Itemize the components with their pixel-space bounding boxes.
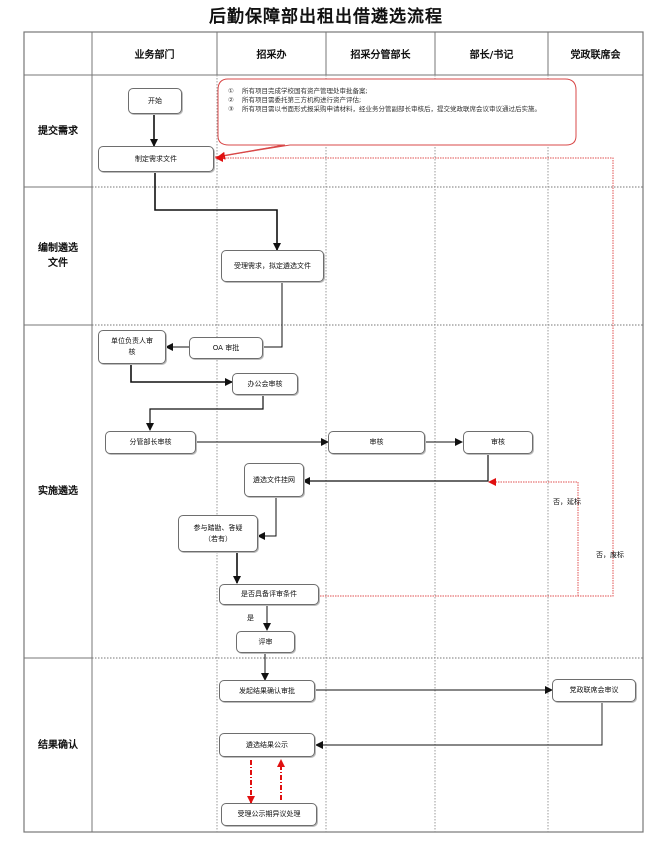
edge-draft-to-accept	[154, 172, 281, 251]
node-participate-qa[interactable]: 参与踏勘、答疑（若有）	[178, 515, 258, 552]
node-accept-request[interactable]: 受理需求，拟定遴选文件	[221, 250, 324, 282]
node-oa-submit[interactable]: OA 审批	[189, 337, 263, 359]
edge-office-to-division	[146, 394, 264, 431]
column-header-business-dept: 业务部门	[134, 50, 175, 61]
node-draft-request[interactable]: 制定需求文件	[98, 146, 214, 172]
feedback-edges	[215, 154, 614, 597]
header-separators	[216, 32, 549, 75]
edge-abandon-loop	[215, 154, 614, 597]
diagram-title: 后勤保障部出租出借遴选流程	[209, 7, 443, 27]
node-initiate-approval[interactable]: 发起结果确认审批	[219, 680, 315, 702]
edge-label-no-delay: 否，延标	[553, 498, 581, 506]
column-header-joint-meeting: 党政联席会	[570, 50, 621, 61]
node-evaluation-condition[interactable]: 是否具备评审条件	[219, 584, 319, 605]
node-handle-objection[interactable]: 受理公示期异议处理	[221, 803, 317, 826]
objection-edges	[247, 759, 285, 804]
node-publicize-result[interactable]: 遴选结果公示	[219, 733, 315, 757]
node-office-meeting-review[interactable]: 办公会审核	[232, 373, 298, 395]
lane-column-gridlines	[216, 75, 549, 832]
column-header-procurement-office: 招采办	[256, 50, 287, 61]
lane-row-separators	[24, 186, 643, 659]
node-joint-meeting-review[interactable]: 党政联席会审议	[552, 679, 636, 702]
column-header-minister-secretary: 部长/书记	[469, 50, 514, 61]
node-procurement-head-review[interactable]: 审核	[328, 431, 425, 454]
lane-submit-request: 提交需求	[38, 125, 78, 137]
edge-unit-to-office	[130, 364, 233, 386]
node-evaluation[interactable]: 评审	[236, 631, 295, 653]
table-border	[23, 31, 644, 833]
edge-publish-to-qa	[257, 497, 277, 540]
node-unit-head-review[interactable]: 单位负责人审核	[98, 330, 166, 364]
flow-edges	[130, 114, 603, 749]
edge-label-no-abandon: 否，废标	[596, 551, 624, 559]
edge-minister-to-publish	[302, 453, 489, 485]
column-header-procurement-head: 招采分管部长	[350, 50, 411, 61]
node-division-head-review[interactable]: 分管部长审核	[105, 431, 196, 454]
note-pointer	[217, 144, 286, 160]
node-publish-documents[interactable]: 遴选文件挂网	[244, 463, 304, 497]
lane-prepare-documents: 编制遴选 文件	[38, 243, 78, 269]
edge-delay-loop	[488, 478, 579, 596]
lane-implement-selection: 实施遴选	[38, 486, 78, 497]
edge-joint-to-publicize	[315, 702, 603, 749]
lane-result-confirmation: 结果确认	[38, 739, 78, 751]
edge-label-yes: 是	[247, 614, 254, 622]
node-minister-review[interactable]: 审核	[463, 431, 533, 454]
node-start[interactable]: 开始	[128, 88, 182, 114]
